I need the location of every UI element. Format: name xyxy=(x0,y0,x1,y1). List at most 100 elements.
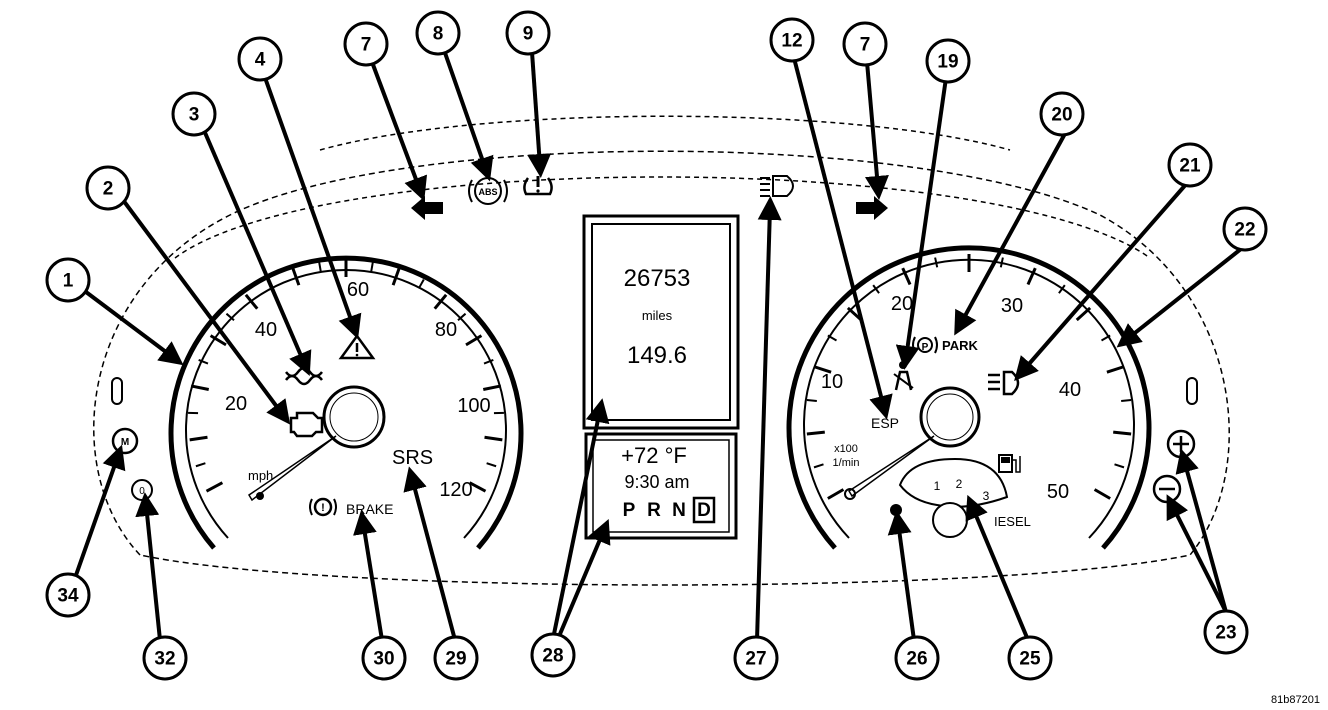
odometer-display: 26753 miles 149.6 xyxy=(582,214,740,430)
speedometer-tick xyxy=(483,359,494,365)
glow-plug-icon xyxy=(285,366,323,386)
svg-text:!: ! xyxy=(321,502,325,514)
tachometer-tick xyxy=(827,488,845,500)
glow-gear-3: 3 xyxy=(983,489,990,503)
svg-text:30: 30 xyxy=(373,649,394,670)
callout-29: 29 xyxy=(433,635,479,681)
svg-text:19: 19 xyxy=(937,52,958,73)
park-label: PARK xyxy=(942,338,978,353)
speedometer-hub xyxy=(322,385,386,449)
speedometer-tick xyxy=(195,462,206,468)
callout-8: 8 xyxy=(415,10,461,56)
callout-2: 2 xyxy=(85,165,131,211)
speed-label-120: 120 xyxy=(439,479,472,501)
speed-unit: mph xyxy=(248,468,273,483)
clock-time: 9:30 am xyxy=(624,472,689,492)
speedometer-tick xyxy=(205,481,224,493)
callout-9: 9 xyxy=(505,10,551,56)
tachometer-tick xyxy=(1075,306,1092,322)
trip-meter: 149.6 xyxy=(627,342,687,369)
speed-label-80: 80 xyxy=(435,319,457,341)
rpm-label-20: 20 xyxy=(891,293,913,315)
tachometer-tick xyxy=(813,463,824,469)
svg-text:32: 32 xyxy=(154,649,175,670)
check-engine-icon xyxy=(289,411,324,438)
speedometer-tick xyxy=(209,334,227,347)
minus-button[interactable] xyxy=(1152,474,1182,504)
speed-label-60: 60 xyxy=(347,279,369,301)
svg-text:3: 3 xyxy=(189,105,200,126)
left-side-slot xyxy=(111,377,123,405)
abs-label: ABS xyxy=(478,187,497,197)
outside-temperature: +72 °F xyxy=(621,443,687,468)
svg-text:8: 8 xyxy=(433,24,444,45)
callout-34: 34 xyxy=(45,572,91,618)
headlamp-icon xyxy=(760,175,794,197)
housing-top-dashed xyxy=(319,115,1011,151)
speedometer-scale: 20 40 60 80 100 120 xyxy=(225,279,491,501)
speed-label-20: 20 xyxy=(225,393,247,415)
fuel-icon xyxy=(998,454,1021,473)
speedometer-tick xyxy=(457,312,467,321)
speedometer-tick xyxy=(391,267,401,286)
right-side-slot xyxy=(1186,377,1198,405)
plus-button[interactable] xyxy=(1166,429,1196,459)
tachometer-ticks xyxy=(806,254,1132,500)
svg-text:12: 12 xyxy=(781,31,802,52)
rpm-label-50: 50 xyxy=(1047,481,1069,503)
callout-3: 3 xyxy=(171,91,217,137)
low-coolant-dot xyxy=(890,504,902,516)
gear-selector: P R N D xyxy=(623,496,716,524)
callout-23: 23 xyxy=(1203,609,1249,655)
callout-19: 19 xyxy=(925,38,971,84)
rheostat-button[interactable]: 0 xyxy=(131,479,153,501)
tachometer-tick xyxy=(1058,284,1066,294)
high-beam-icon xyxy=(988,370,1020,396)
callout-27: 27 xyxy=(733,635,779,681)
callout-30: 30 xyxy=(361,635,407,681)
svg-text:27: 27 xyxy=(745,649,766,670)
svg-text:22: 22 xyxy=(1234,220,1255,241)
svg-text:26: 26 xyxy=(906,649,927,670)
callout-32: 32 xyxy=(142,635,188,681)
seatbelt-icon xyxy=(893,361,914,391)
gear-d: D xyxy=(697,500,711,521)
svg-text:1: 1 xyxy=(63,271,74,292)
speedometer-tick xyxy=(189,435,208,442)
tachometer-scale: 10 20 30 40 50 xyxy=(821,293,1081,503)
callout-20: 20 xyxy=(1039,91,1085,137)
callout-28: 28 xyxy=(530,632,576,678)
brake-indicator: ! BRAKE xyxy=(309,497,393,517)
housing-inner-dashed xyxy=(174,176,1151,259)
speed-label-40: 40 xyxy=(255,319,277,341)
callout-4: 4 xyxy=(237,36,283,82)
speedometer-tick xyxy=(318,261,322,272)
tachometer-tick xyxy=(1121,398,1132,403)
park-symbol: P xyxy=(922,342,929,353)
tachometer-tick xyxy=(901,267,912,286)
trip-reset-button[interactable]: M xyxy=(111,427,139,455)
speedometer-tick xyxy=(433,293,448,310)
svg-text:2: 2 xyxy=(103,179,114,200)
speedometer-tick xyxy=(482,384,502,391)
trip-reset-label: M xyxy=(121,437,129,448)
esp-indicator: ESP xyxy=(871,415,899,431)
abs-indicator: ABS xyxy=(468,177,508,205)
speedometer-ticks xyxy=(188,259,504,493)
svg-text:34: 34 xyxy=(57,586,79,607)
tachometer-hub xyxy=(919,386,981,448)
speedometer-tick xyxy=(468,481,487,493)
speedometer-tick xyxy=(418,278,425,289)
gear-n: N xyxy=(672,500,686,521)
brake-label: BRAKE xyxy=(346,501,393,517)
odometer-total: 26753 xyxy=(624,265,691,292)
tachometer-needle xyxy=(847,435,935,498)
tachometer-tick xyxy=(1113,430,1132,436)
rpm-label-10: 10 xyxy=(821,371,843,393)
svg-text:4: 4 xyxy=(255,50,266,71)
tachometer-tick xyxy=(1106,365,1125,374)
svg-text:23: 23 xyxy=(1215,623,1236,644)
speedometer-tick xyxy=(484,435,503,442)
tachometer-tick xyxy=(1093,488,1111,500)
